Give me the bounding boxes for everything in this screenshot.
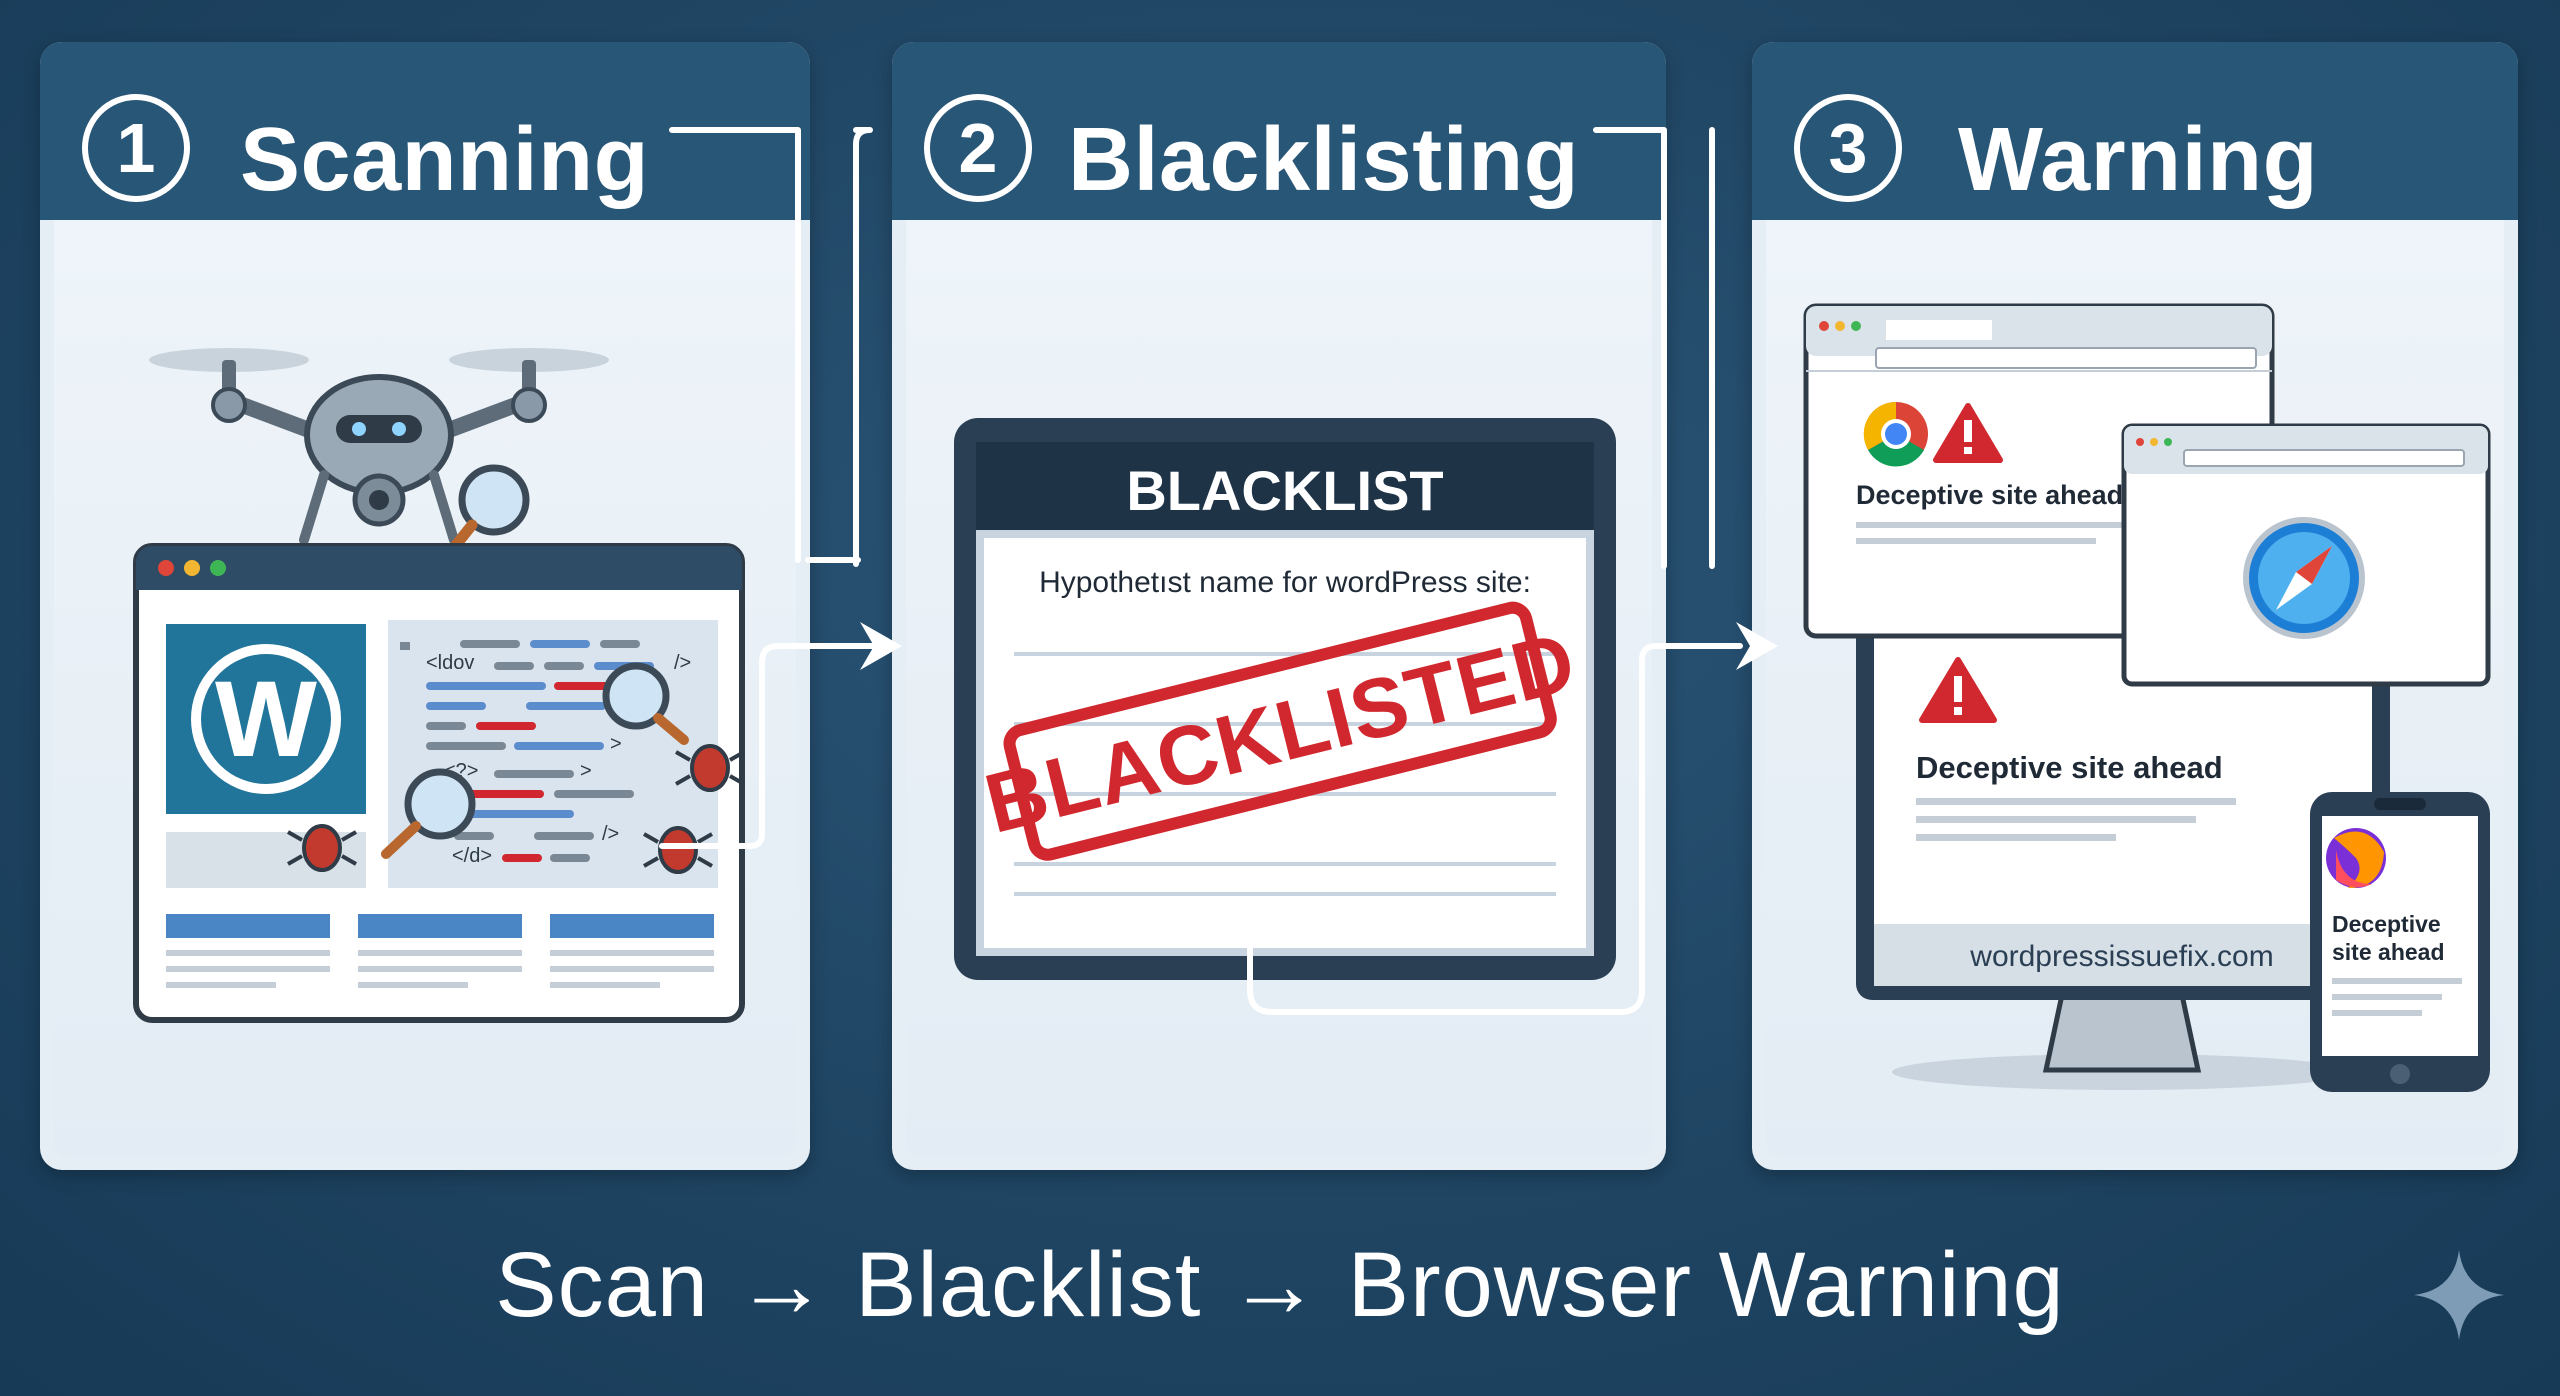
panel-header: 1 Scanning (40, 42, 810, 220)
step-number: 3 (1794, 94, 1902, 202)
bug-icon (287, 824, 357, 872)
code-line: > (580, 760, 592, 782)
warning-text: Deceptive (2332, 911, 2441, 937)
panel-warning: 3 Warning wordpressissuefix.com Deceptiv… (1752, 42, 2518, 1170)
panel-header: 2 Blacklisting (892, 42, 1666, 220)
blacklist-illustration: BLACKLIST Hypothetıst name for wordPress… (954, 418, 1616, 980)
warning-text: Deceptive site ahead (1856, 480, 2123, 510)
mobile-phone: Deceptive site ahead (2310, 792, 2490, 1092)
connector-line (853, 127, 873, 567)
step-title: Warning (1958, 110, 2319, 210)
firefox-icon (2326, 828, 2386, 888)
svg-text:W: W (215, 658, 317, 779)
panel-header: 3 Warning (1752, 42, 2518, 220)
warning-icon (1933, 403, 2003, 463)
drone-icon (149, 348, 609, 545)
magnifier-icon (381, 768, 476, 859)
step-number: 2 (924, 94, 1032, 202)
step-title: Blacklisting (1068, 110, 1580, 210)
blacklist-header: BLACKLIST (1126, 459, 1443, 522)
panel-blacklisting: 2 Blacklisting BLACKLIST Hypothetıst nam… (892, 42, 1666, 1170)
sparkle-icon (2414, 1250, 2504, 1340)
panel-body: BLACKLIST Hypothetıst name for wordPress… (906, 220, 1652, 1156)
warning-text: site ahead (2332, 939, 2445, 965)
wordpress-logo-icon: W (191, 644, 341, 794)
panel-body: W <ldov /> (54, 220, 796, 1156)
chrome-icon (1863, 401, 1928, 467)
code-line: /> (602, 823, 619, 845)
code-line: <ldov (426, 652, 474, 674)
panel-scanning: 1 Scanning (40, 42, 810, 1170)
step-title: Scanning (240, 110, 650, 210)
code-line: > (610, 733, 622, 755)
safari-browser-window (2121, 423, 2491, 687)
site-label: Hypothetıst name for wordPress site: (1039, 566, 1531, 599)
warning-icon (1919, 657, 1997, 723)
code-line: /> (674, 652, 691, 674)
warning-illustration: wordpressissuefix.com Deceptive site ahe… (1803, 303, 2491, 1092)
safari-icon (2243, 517, 2365, 639)
flow-caption: Scan → Blacklist → Browser Warning (495, 1234, 2065, 1336)
step-number: 1 (82, 94, 190, 202)
panel-body: wordpressissuefix.com Deceptive site ahe… (1766, 220, 2504, 1156)
code-line: </d> (452, 845, 492, 867)
warning-text: Deceptive site ahead (1916, 750, 2223, 785)
domain-label: wordpressissuefix.com (1969, 940, 2273, 973)
scan-illustration: W <ldov /> (133, 348, 745, 1023)
